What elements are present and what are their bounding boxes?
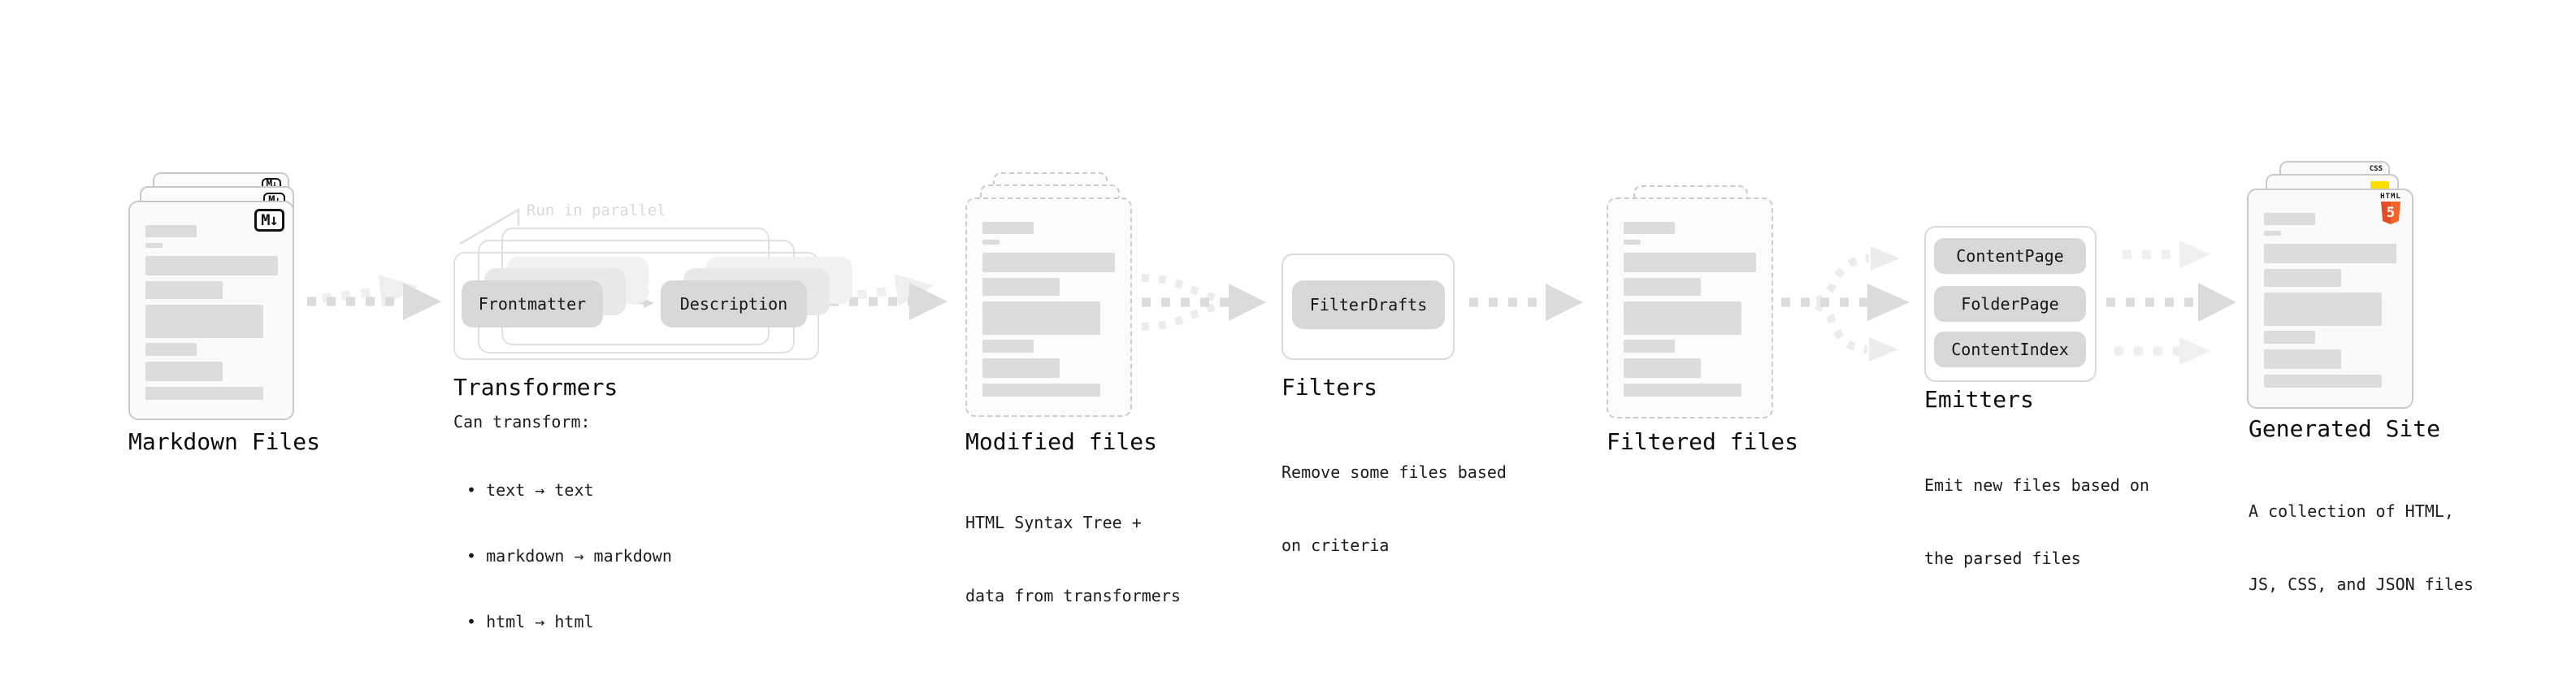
placeholder-bar [2264,231,2281,236]
filterdrafts-pill: FilterDrafts [1292,280,1445,329]
placeholder-bar [982,253,1115,272]
html5-icon: HTML 5 [2374,193,2407,224]
placeholder-bar [1624,340,1675,353]
html5-shield: 5 [2381,202,2400,224]
placeholder-bar [145,281,223,299]
placeholder-bar [145,256,278,275]
description-pill: Description [661,280,807,327]
subtitle-line: data from transformers [965,586,1181,605]
html5-wordmark: HTML [2380,193,2401,201]
filters-title: Filters [1281,374,1378,401]
generated-doc-html: HTML 5 [2247,189,2413,409]
modified-doc-front [965,197,1132,417]
markdown-icon: M↓ [254,209,284,232]
placeholder-bar [2264,293,2382,326]
arrow-filtered-to-emitters-fanout [1781,246,1910,362]
placeholder-bar [982,222,1034,234]
emitters-title: Emitters [1924,386,2034,413]
bullet-item: • html → html [466,612,594,631]
filters-subtitle: Remove some files based on criteria [1281,411,1507,606]
filtered-files-title: Filtered files [1607,428,1799,455]
contentindex-pill: ContentIndex [1934,332,2086,367]
placeholder-bar [145,387,263,400]
transformers-title: Transformers [453,374,618,401]
arrow-emitters-to-generated [2106,241,2236,365]
emitters-subtitle: Emit new files based on the parsed files [1924,424,2149,619]
placeholder-bar [982,301,1100,335]
placeholder-bar [2264,213,2315,225]
placeholder-bar [1624,358,1701,378]
placeholder-bar [2264,269,2341,287]
generated-site-title: Generated Site [2249,415,2441,442]
placeholder-bar [1624,240,1641,245]
subtitle-line: Remove some files based [1281,462,1507,482]
placeholder-bar [982,240,1000,245]
placeholder-bar [982,278,1060,296]
placeholder-bar [1624,253,1756,272]
bullet-item: • text → text [466,480,594,500]
placeholder-bar [1624,384,1741,397]
transformers-desc-heading: Can transform: [453,412,591,432]
subtitle-line: A collection of HTML, [2249,501,2454,521]
subtitle-line: Emit new files based on [1924,475,2149,495]
js-icon [2370,181,2389,189]
placeholder-bar [145,305,263,338]
frontmatter-pill: Frontmatter [462,280,603,327]
subtitle-line: JS, CSS, and JSON files [2249,575,2474,594]
placeholder-bar [2264,349,2341,369]
placeholder-bar [2264,244,2396,263]
subtitle-line: HTML Syntax Tree + [965,513,1142,532]
placeholder-bar [1624,278,1701,296]
markdown-files-title: Markdown Files [128,428,321,455]
bullet-item: • markdown → markdown [466,546,672,566]
generated-site-subtitle: A collection of HTML, JS, CSS, and JSON … [2249,450,2474,645]
arrow-filters-to-filtered [1469,284,1583,321]
placeholder-bar [2264,331,2315,344]
arrow-markdown-to-transformers [307,275,441,320]
filtered-doc-front [1607,197,1773,419]
modified-files-subtitle: HTML Syntax Tree + data from transformer… [965,462,1181,657]
subtitle-line: on criteria [1281,536,1390,555]
transformers-bullet-list: • text → text • markdown → markdown • ht… [466,436,672,677]
modified-files-title: Modified files [965,428,1158,455]
placeholder-bar [982,358,1060,378]
markdown-doc-front: M↓ [128,201,294,420]
placeholder-bar [145,225,197,237]
arrow-modified-to-filters-merge [1141,274,1266,331]
placeholder-bar [982,340,1034,353]
placeholder-bar [145,343,197,356]
placeholder-bar [145,243,163,248]
placeholder-bar [2264,375,2382,388]
run-in-parallel-note: Run in parallel [527,202,666,219]
contentpage-pill: ContentPage [1934,238,2086,274]
placeholder-bar [1624,222,1675,234]
subtitle-line: the parsed files [1924,549,2081,568]
placeholder-bar [1624,301,1741,335]
placeholder-bar [982,384,1100,397]
placeholder-bar [145,362,223,381]
folderpage-pill: FolderPage [1934,286,2086,322]
